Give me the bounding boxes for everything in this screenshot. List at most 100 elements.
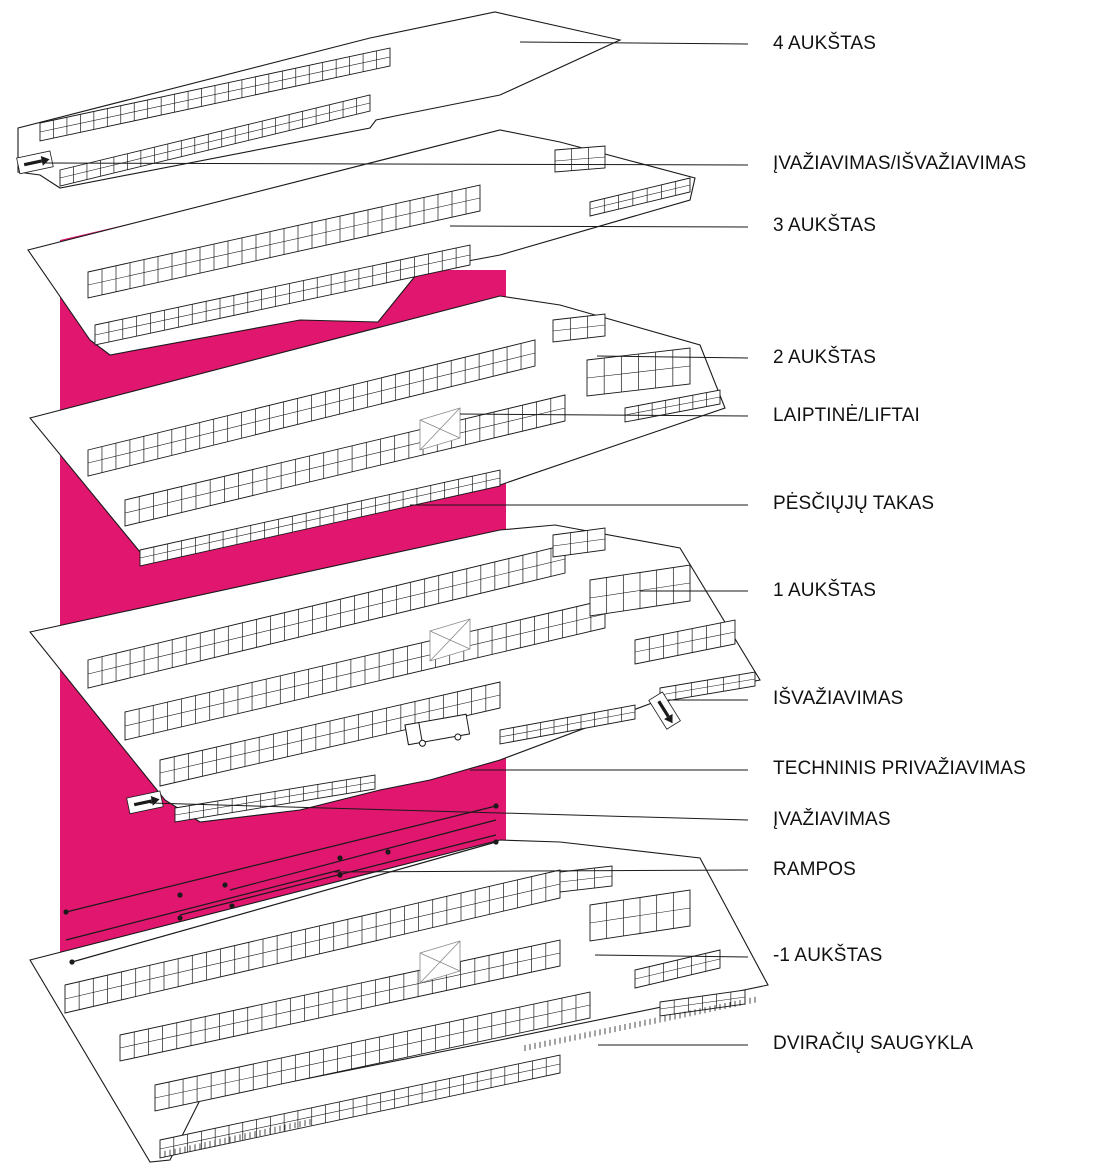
row-midline: [124, 407, 566, 514]
row-midline: [159, 1063, 561, 1150]
ramp-line: [71, 841, 497, 963]
ramps: [63, 803, 499, 965]
row-midline: [119, 952, 561, 1049]
leader-line: [594, 954, 749, 958]
row-midline: [659, 996, 746, 1010]
label-ramps: RAMPOS: [773, 859, 856, 880]
label-bike-storage: DVIRAČIŲ SAUGYKLA: [773, 1033, 974, 1054]
rows-floor-2a: [87, 339, 536, 477]
arrow-icon: [648, 691, 681, 730]
leader-line: [334, 869, 749, 873]
row-midline: [552, 538, 606, 547]
arrow-icon: [16, 150, 54, 175]
row-midline: [59, 102, 371, 179]
ramp-node: [385, 849, 391, 855]
label-entry-exit: ĮVAŽIAVIMAS/IŠVAŽIAVIMAS: [773, 153, 1027, 174]
bike-rack-ticks: [159, 996, 756, 1158]
label-floor-2: 2 AUKŠTAS: [773, 347, 876, 368]
rows-floor-3d: [589, 177, 691, 217]
row-midline: [659, 678, 756, 696]
rows-floor-3b: [94, 244, 471, 346]
rows-floor-m1c: [154, 991, 591, 1112]
truck-icon: [404, 713, 471, 747]
leader-line: [519, 41, 749, 45]
row-midline: [159, 694, 501, 774]
stair-cross-icon: [419, 940, 461, 984]
label-pedestrian-path: PĖSČIŲJŲ TAKAS: [773, 493, 935, 514]
label-service-access: TECHNINIS PRIVAŽIAVIMAS: [773, 758, 1026, 779]
label-floor-4: 4 AUKŠTAS: [773, 33, 876, 54]
leader-line: [596, 355, 749, 359]
row-midline: [64, 883, 561, 1000]
row-midline: [87, 352, 536, 464]
rows-floor-2e: [586, 347, 691, 397]
label-entry: ĮVAŽIAVIMAS: [773, 809, 891, 830]
leader-line: [449, 225, 749, 228]
rows-floor-m1f: [589, 889, 691, 942]
rows-floor-1a: [87, 544, 566, 689]
ramp-node: [493, 803, 499, 809]
stair-cross-icon: [419, 407, 461, 451]
label-stairs-lifts: LAIPTINĖ/LIFTAI: [773, 405, 920, 426]
label-floor-1: 1 AUKŠTAS: [773, 580, 876, 601]
truck-wheel: [418, 739, 426, 747]
rows-floor-m1a: [64, 869, 561, 1014]
label-floor-minus-1: -1 AUKŠTAS: [773, 945, 883, 966]
rows-floor-1i: [499, 704, 636, 745]
rows-floor-1d: [174, 774, 376, 823]
row-midline: [589, 907, 691, 924]
row-midline: [624, 396, 721, 416]
stair-diag: [419, 407, 461, 451]
row-midline: [174, 781, 376, 816]
ramp-node: [229, 903, 235, 909]
row-midline: [552, 324, 606, 332]
ramp-node: [177, 892, 183, 898]
row-midline: [559, 875, 613, 883]
row-midline: [139, 477, 501, 559]
ramp-node: [493, 839, 499, 845]
rows-floor-m1e: [559, 865, 613, 893]
leader-line: [44, 162, 749, 166]
ramp-line: [65, 805, 497, 913]
stair-cross-icon: [429, 618, 471, 662]
truck-cab: [404, 721, 423, 746]
ramp-node: [177, 915, 183, 921]
arrow-head: [40, 156, 50, 166]
rows-floor-4a: [39, 47, 391, 142]
rows-floor-1e: [552, 527, 606, 558]
row-midline: [589, 184, 691, 210]
rows-floor-3a: [87, 184, 481, 299]
stair-diag: [429, 618, 471, 662]
ramp-node: [337, 872, 343, 878]
row-midline: [634, 631, 736, 653]
arrow-head: [664, 713, 673, 724]
row-midline: [39, 56, 391, 133]
ramp-line: [65, 869, 341, 941]
ramp-node: [69, 959, 75, 965]
arrow-shaft: [657, 700, 670, 718]
rows-floor-2c: [139, 469, 501, 567]
ramp-node: [222, 882, 228, 888]
ramp-line: [229, 819, 497, 891]
row-midline: [94, 254, 471, 336]
ramp-node: [63, 909, 69, 915]
row-midline: [124, 613, 606, 727]
arrow-shaft: [23, 159, 43, 167]
truck-wheel: [454, 733, 462, 741]
row-midline: [634, 958, 721, 980]
ramp-node: [337, 855, 343, 861]
label-floor-3: 3 AUKŠTAS: [773, 215, 876, 236]
rows-floor-1g: [634, 619, 736, 665]
row-midline: [87, 558, 566, 675]
leader-line: [149, 802, 749, 821]
row-midline: [499, 711, 636, 738]
rows-floor-2f: [624, 389, 721, 423]
row-midline: [87, 197, 481, 286]
row-midline: [586, 365, 691, 379]
arrow-shaft: [133, 799, 153, 807]
label-exit: IŠVAŽIAVIMAS: [773, 688, 904, 709]
rows-floor-3c: [554, 145, 606, 173]
row-midline: [154, 1004, 591, 1099]
